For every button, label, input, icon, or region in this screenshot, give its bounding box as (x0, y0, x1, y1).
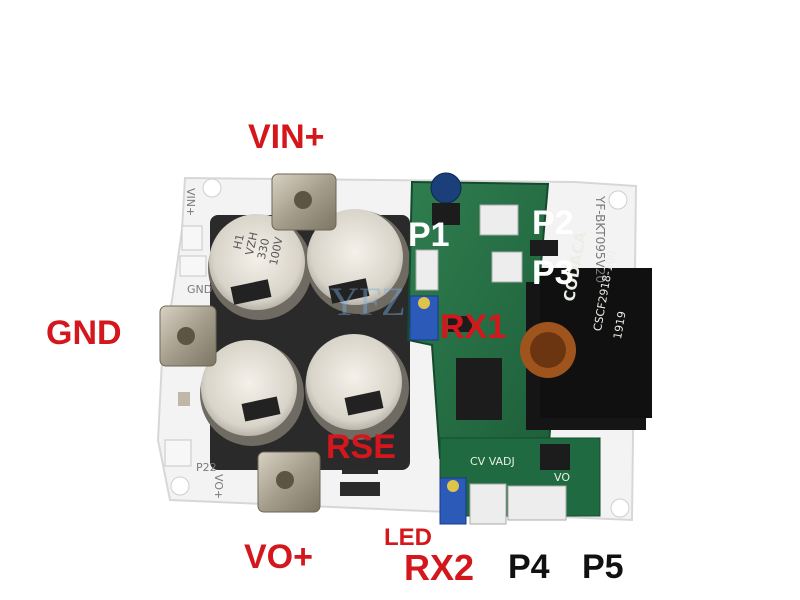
mount-hole (608, 190, 628, 210)
label-led: LED (384, 524, 432, 551)
capacitor (208, 214, 312, 320)
mount-hole (202, 178, 222, 198)
label-p5: P5 (582, 548, 624, 586)
power-inductor (520, 268, 652, 430)
silk-vo-plus: VO+ (212, 474, 225, 500)
capacitor (306, 209, 410, 314)
label-p4: P4 (508, 548, 550, 586)
label-rx2: RX2 (404, 547, 475, 588)
terminal-gnd (159, 305, 217, 367)
trimmer-screw (447, 480, 459, 492)
connector-p1 (415, 249, 439, 291)
smd-part (178, 392, 190, 406)
silk-cv-vadj: CV VADJ (470, 455, 515, 468)
silk-gnd: GND (187, 283, 213, 296)
capacitor (305, 334, 409, 440)
connector-p3 (491, 251, 523, 283)
mount-hole (610, 498, 630, 518)
silk-vin-plus: VIN+ (184, 188, 197, 217)
trimmer-screw (418, 297, 430, 309)
controller-ic (456, 358, 502, 420)
mount-hole (170, 476, 190, 496)
terminal-vo (257, 451, 321, 513)
terminal-vin (271, 173, 337, 231)
ic-chip (432, 203, 460, 225)
label-p1: P1 (408, 216, 450, 254)
label-p2: P2 (532, 204, 574, 242)
label-gnd: GND (46, 314, 122, 352)
capacitor (200, 340, 304, 446)
connector-p5 (507, 485, 567, 521)
watermark: YFZ (330, 279, 406, 324)
connector-p2 (479, 204, 519, 236)
small-ic (448, 316, 472, 332)
label-rse: RSE (326, 428, 396, 466)
connector-p4 (469, 483, 507, 525)
label-vo-plus: VO+ (244, 538, 313, 576)
silk-p22: P22 (196, 461, 217, 474)
label-vin-plus: VIN+ (248, 118, 325, 156)
inductor-small (430, 172, 462, 204)
pad (179, 255, 207, 277)
pin-header (540, 444, 570, 470)
pad (181, 225, 203, 251)
pad (164, 439, 192, 467)
label-rx1: RX1 (440, 308, 507, 346)
pin-header (530, 240, 558, 256)
label-p3: P3 (532, 254, 574, 292)
sense-resistor (340, 482, 380, 496)
silk-vo: VO (554, 471, 570, 484)
